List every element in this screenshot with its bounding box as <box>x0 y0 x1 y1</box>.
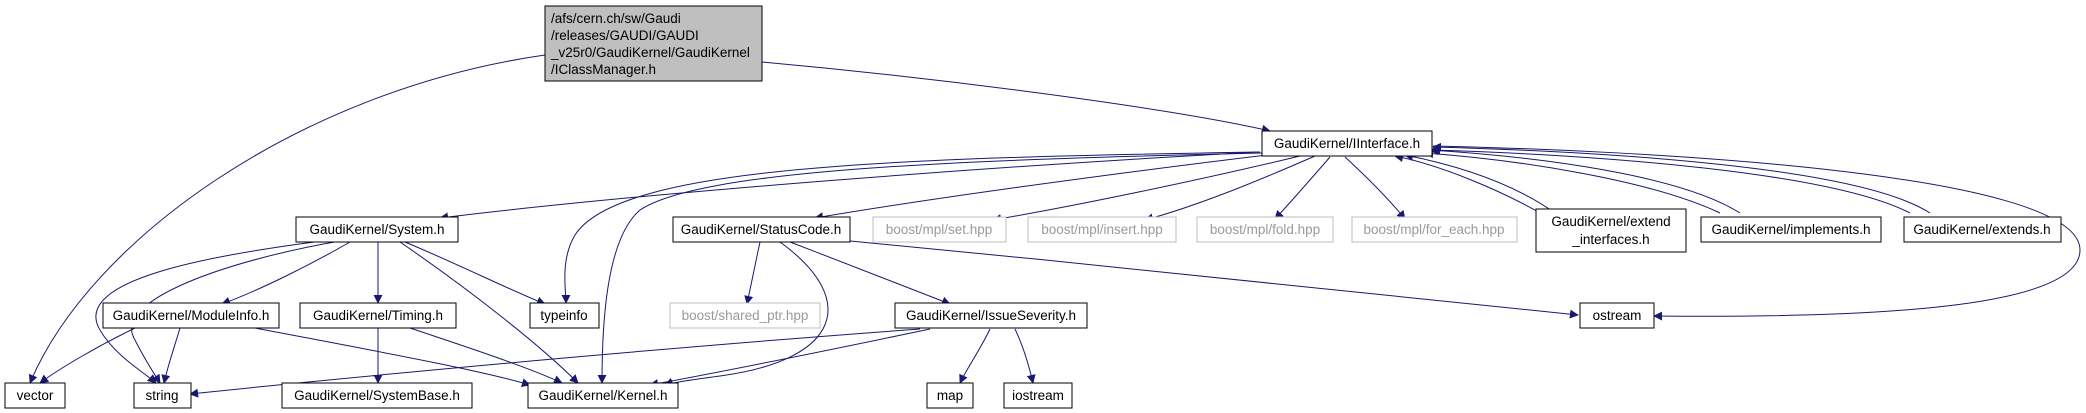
mpl-set-label: boost/mpl/set.hpp <box>886 222 993 237</box>
edge-implements-iinterface-2 <box>1429 146 1741 214</box>
edge-moduleinfo-kernel <box>254 327 531 387</box>
edge-extends-iinterface <box>1431 145 1911 214</box>
extend-interfaces-line-2: _interfaces.h <box>1571 232 1649 247</box>
edge-implements-iinterface <box>1424 149 1721 214</box>
systembase-label: GaudiKernel/SystemBase.h <box>294 388 460 403</box>
node-iostream[interactable]: iostream <box>1003 382 1073 409</box>
iostream-label: iostream <box>1012 388 1064 403</box>
node-vector[interactable]: vector <box>4 382 66 409</box>
vector-label: vector <box>17 388 54 403</box>
root-line-4: /IClassManager.h <box>551 62 656 77</box>
edge-extendinterfaces-iinterface-2 <box>1404 152 1556 214</box>
edge-statuscode-issueseverity <box>789 241 951 306</box>
edge-iinterface-kernel <box>597 152 1263 384</box>
node-moduleinfo[interactable]: GaudiKernel/ModuleInfo.h <box>102 302 280 329</box>
edge-statuscode-sharedptr <box>744 241 761 305</box>
edge-iinterface-system <box>439 151 1259 222</box>
edge-system-string <box>95 239 331 384</box>
issueseverity-label: GaudiKernel/IssueSeverity.h <box>906 308 1076 323</box>
edge-iinterface-mplinsert <box>1144 155 1316 223</box>
edge-issueseverity-map <box>959 328 991 384</box>
node-shared-ptr[interactable]: boost/shared_ptr.hpp <box>669 302 821 329</box>
node-system[interactable]: GaudiKernel/System.h <box>295 216 459 243</box>
edge-iinterface-statuscode <box>814 153 1276 222</box>
ostream-label: ostream <box>1593 308 1642 323</box>
root-line-1: /afs/cern.ch/sw/Gaudi <box>551 11 681 26</box>
root-line-3: _v25r0/GaudiKernel/GaudiKernel <box>550 45 750 60</box>
edge-issueseverity-iostream <box>1014 328 1036 384</box>
edge-system-typeinfo <box>404 241 546 306</box>
moduleinfo-label: GaudiKernel/ModuleInfo.h <box>113 308 270 323</box>
edge-iinterface-mplset <box>992 155 1301 224</box>
edge-system-kernel <box>399 241 579 384</box>
edge-iinterface-ostream <box>1432 145 2081 321</box>
node-timing[interactable]: GaudiKernel/Timing.h <box>299 302 457 329</box>
mpl-insert-label: boost/mpl/insert.hpp <box>1041 222 1163 237</box>
node-ostream[interactable]: ostream <box>1579 302 1655 329</box>
edge-moduleinfo-string <box>161 327 181 384</box>
timing-label: GaudiKernel/Timing.h <box>313 308 443 323</box>
node-mpl-fold[interactable]: boost/mpl/fold.hpp <box>1196 216 1334 243</box>
edge-root-vector <box>28 54 546 384</box>
node-extend-interfaces[interactable]: GaudiKernel/extend _interfaces.h <box>1535 208 1687 253</box>
mpl-fold-label: boost/mpl/fold.hpp <box>1210 222 1320 237</box>
extends-label: GaudiKernel/extends.h <box>1913 222 2050 237</box>
node-string[interactable]: string <box>133 382 192 409</box>
edge-timing-kernel <box>409 327 563 384</box>
kernel-label: GaudiKernel/Kernel.h <box>538 388 667 403</box>
node-iinterface[interactable]: GaudiKernel/IInterface.h <box>1261 130 1433 157</box>
edge-moduleinfo-vector <box>39 327 136 384</box>
system-label: GaudiKernel/System.h <box>309 222 444 237</box>
node-map[interactable]: map <box>926 382 974 409</box>
typeinfo-label: typeinfo <box>540 308 587 323</box>
shared-ptr-label: boost/shared_ptr.hpp <box>682 308 809 323</box>
mpl-foreach-label: boost/mpl/for_each.hpp <box>1363 222 1504 237</box>
iinterface-label: GaudiKernel/IInterface.h <box>1274 136 1420 151</box>
node-mpl-set[interactable]: boost/mpl/set.hpp <box>872 216 1007 243</box>
node-mpl-foreach[interactable]: boost/mpl/for_each.hpp <box>1351 216 1518 243</box>
edge-iinterface-mplfold <box>1274 156 1331 220</box>
edges <box>28 54 2081 398</box>
edge-extends-iinterface-2 <box>1432 142 1931 214</box>
edge-issueseverity-kernel <box>649 328 931 388</box>
edge-root-iinterface <box>761 61 1271 134</box>
edge-statuscode-kernel <box>664 241 829 387</box>
statuscode-label: GaudiKernel/StatusCode.h <box>681 222 842 237</box>
node-systembase[interactable]: GaudiKernel/SystemBase.h <box>281 382 473 409</box>
node-typeinfo[interactable]: typeinfo <box>529 302 600 329</box>
node-issueseverity[interactable]: GaudiKernel/IssueSeverity.h <box>894 302 1088 329</box>
extend-interfaces-line-1: GaudiKernel/extend <box>1551 214 1670 229</box>
node-extends[interactable]: GaudiKernel/extends.h <box>1903 216 2062 243</box>
root-line-2: /releases/GAUDI/GAUDI <box>551 28 699 43</box>
edge-iinterface-mplforeach <box>1344 156 1406 220</box>
edge-iinterface-typeinfo <box>561 151 1261 304</box>
node-implements[interactable]: GaudiKernel/implements.h <box>1700 216 1882 243</box>
node-root[interactable]: /afs/cern.ch/sw/Gaudi /releases/GAUDI/GA… <box>544 5 763 82</box>
edge-system-moduleinfo <box>221 241 351 306</box>
node-kernel[interactable]: GaudiKernel/Kernel.h <box>527 382 679 409</box>
node-mpl-insert[interactable]: boost/mpl/insert.hpp <box>1027 216 1177 243</box>
node-statuscode[interactable]: GaudiKernel/StatusCode.h <box>672 216 851 243</box>
map-label: map <box>937 388 963 403</box>
edge-extendinterfaces-iinterface <box>1394 153 1541 214</box>
string-label: string <box>145 388 178 403</box>
implements-label: GaudiKernel/implements.h <box>1711 222 1870 237</box>
